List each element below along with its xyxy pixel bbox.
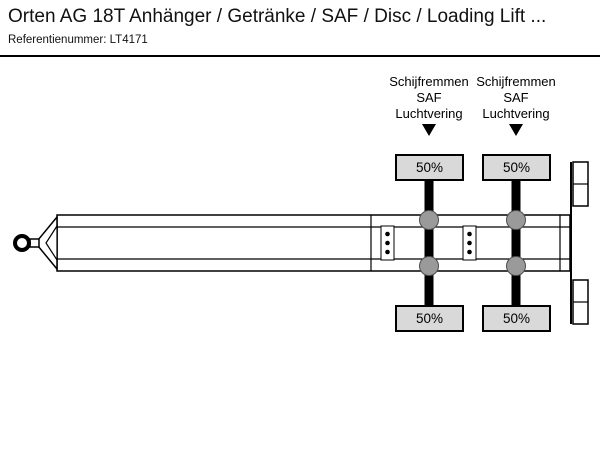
axle-spec-line: Schijfremmen [389, 74, 469, 89]
drawbar-eye-neck [29, 238, 40, 248]
air-suspension-circle [506, 210, 526, 230]
axle-spec-line: Luchtvering [482, 106, 550, 121]
axle-bar-1 [424, 162, 434, 322]
air-suspension-circle [419, 256, 439, 276]
page-title: Orten AG 18T Anhänger / Getränke / SAF /… [8, 6, 547, 27]
drawbar-inner-triangle [45, 223, 58, 263]
axle-1-spec-label: Schijfremmen SAF Luchtvering [374, 74, 484, 122]
down-arrow-icon [422, 124, 436, 136]
axle-spec-line: SAF [503, 90, 529, 105]
axle-spec-line: SAF [416, 90, 442, 105]
bracket-hole-icon [467, 240, 472, 246]
axle-spec-line: Schijfremmen [476, 74, 556, 89]
tow-eye-icon [13, 234, 31, 252]
wheel-load-badge: 50% [395, 305, 464, 332]
bracket-hole-icon [467, 249, 472, 255]
down-arrow-icon [509, 124, 523, 136]
chassis-frame-outline [56, 214, 571, 272]
header-divider [0, 55, 600, 57]
reference-number: Referentienummer: LT4171 [8, 34, 148, 46]
bracket-hole-icon [385, 240, 390, 246]
bracket-hole-icon [385, 249, 390, 255]
bracket-hole-icon [385, 231, 390, 237]
air-suspension-circle [506, 256, 526, 276]
wheel-load-badge: 50% [482, 305, 551, 332]
axle-spec-line: Luchtvering [395, 106, 463, 121]
wheel-load-badge: 50% [482, 154, 551, 181]
air-suspension-circle [419, 210, 439, 230]
axle-2-spec-label: Schijfremmen SAF Luchtvering [461, 74, 571, 122]
wheel-load-badge: 50% [395, 154, 464, 181]
bracket-hole-icon [467, 231, 472, 237]
axle-bar-2 [511, 162, 521, 322]
